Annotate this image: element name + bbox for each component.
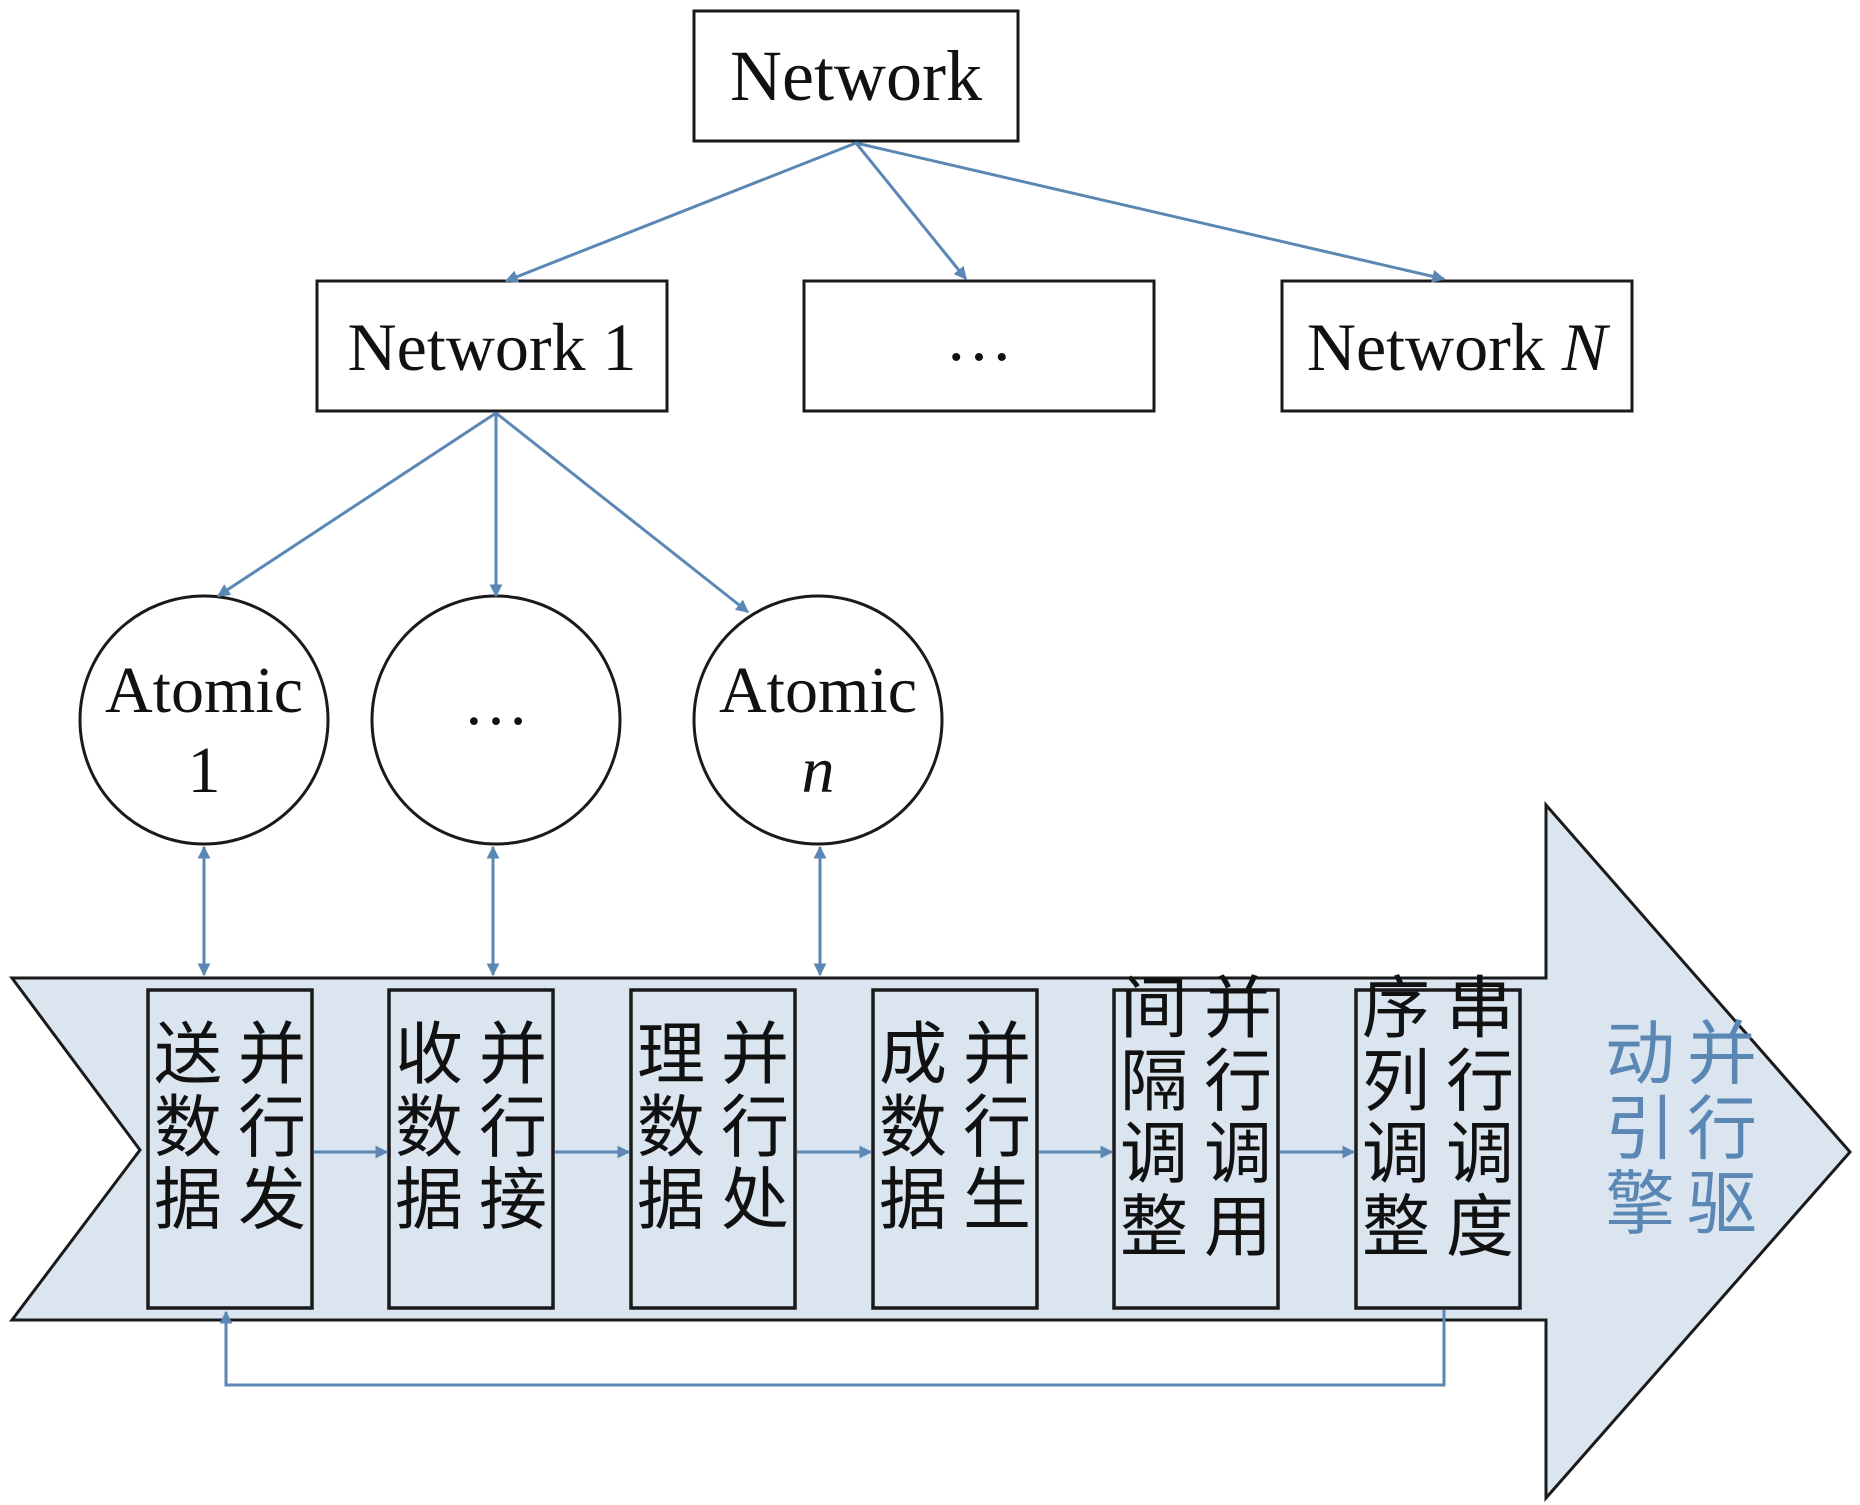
stage-parallel-send-col-left: 送数据 [154,1016,222,1241]
vertical-char: 处 [721,1162,789,1241]
network-node-n-name: Network [1307,309,1562,385]
vertical-char: 成 [879,1016,947,1095]
stage-serial-schedule[interactable]: 串行调度 序列调整 [1354,970,1522,1310]
vertical-char: 并 [721,1016,789,1095]
vertical-char: 行 [721,1089,789,1168]
network-root-label: Network [730,36,982,116]
network-node-n[interactable]: Network N [1280,279,1634,413]
stage-parallel-generate-col-left: 成数据 [879,1016,947,1241]
network-node-1-label: Network 1 [348,309,637,385]
stage-parallel-send-col-right: 并行发 [238,1016,306,1241]
vertical-char: 据 [879,1162,947,1241]
stage-parallel-receive-col-left: 收数据 [395,1016,463,1241]
vertical-char: 驱 [1687,1163,1757,1245]
vertical-char: 数 [879,1089,947,1168]
vertical-char: 度 [1446,1188,1514,1267]
vertical-char: 整 [1362,1188,1430,1267]
vertical-char: 接 [479,1162,547,1241]
stage-parallel-receive-col-right: 并行接 [479,1016,547,1241]
vertical-char: 据 [637,1162,705,1241]
network-node-ellipsis[interactable]: … [802,279,1156,413]
vertical-char: 序 [1362,970,1430,1049]
vertical-char: 数 [395,1089,463,1168]
stage-serial-schedule-col-right: 串行调度 [1446,970,1514,1267]
vertical-char: 整 [1120,1188,1188,1267]
vertical-char: 据 [395,1162,463,1241]
edge-root-to-network-n [855,141,1446,283]
atomic-node-n-label: Atomic [719,654,917,727]
vertical-char: 引 [1605,1088,1675,1170]
vertical-char: 调 [1362,1116,1430,1195]
edge-root-to-network-ellipsis [854,142,968,281]
network-node-1-name: Network [348,309,603,385]
network-node-n-label: Network N [1307,309,1611,385]
vertical-char: 间 [1120,970,1188,1049]
stage-parallel-process[interactable]: 并行处 理数据 [629,988,797,1310]
vertical-char: 行 [963,1089,1031,1168]
network-root-node[interactable]: Network [692,9,1020,143]
vertical-char: 调 [1204,1116,1272,1195]
vertical-char: 动 [1605,1013,1675,1095]
feedback-loop-schedule-to-send [219,1310,1446,1387]
vertical-char: 行 [1446,1043,1514,1122]
vertical-char: 数 [637,1089,705,1168]
vertical-char: 行 [1204,1043,1272,1122]
edge-root-to-network-1 [504,141,857,283]
stage-parallel-process-col-right: 并行处 [721,1016,789,1241]
network-node-1[interactable]: Network 1 [315,279,669,413]
vertical-char: 数 [154,1089,222,1168]
vertical-char: 据 [154,1162,222,1241]
stage-parallel-invoke-col-left: 间隔调整 [1120,970,1188,1267]
stage-parallel-process-col-left: 理数据 [637,1016,705,1241]
vertical-char: 行 [1687,1088,1757,1170]
vertical-char: 行 [479,1089,547,1168]
vertical-char: 并 [1204,970,1272,1049]
network-node-1-number: 1 [602,309,636,385]
vertical-char: 送 [154,1016,222,1095]
atomic-node-ellipsis-label: … [463,666,529,739]
atomic-node-ellipsis[interactable]: … [370,594,622,846]
stage-parallel-invoke-col-right: 并行调用 [1204,970,1272,1267]
vertical-char: 并 [963,1016,1031,1095]
vertical-char: 调 [1446,1116,1514,1195]
engine-label-col-right: 并行驱 [1687,1013,1757,1245]
network-node-ellipsis-label: … [945,299,1013,375]
stage-parallel-generate-col-right: 并行生 [963,1016,1031,1241]
stage-parallel-send[interactable]: 并行发 送数据 [146,988,314,1310]
atomic-node-1[interactable]: Atomic 1 [78,594,330,846]
engine-label-col-left: 动引擎 [1605,1013,1675,1245]
vertical-char: 串 [1446,970,1514,1049]
vertical-char: 并 [1687,1013,1757,1095]
vertical-char: 并 [238,1016,306,1095]
atomic-node-1-label: Atomic [105,654,303,727]
engine-label: 并行驱 动引擎 [1605,1013,1757,1245]
stage-parallel-generate[interactable]: 并行生 成数据 [871,988,1039,1310]
vertical-char: 生 [963,1162,1031,1241]
network-node-n-number: N [1561,309,1611,385]
vertical-char: 用 [1204,1188,1272,1267]
stage-parallel-receive[interactable]: 并行接 收数据 [387,988,555,1310]
stage-serial-schedule-col-left: 序列调整 [1362,970,1430,1267]
atomic-node-1-number: 1 [188,734,221,807]
vertical-char: 理 [637,1016,705,1095]
edge-network-1-to-atomic-1 [216,411,497,598]
vertical-char: 发 [238,1162,306,1241]
vertical-char: 收 [395,1016,463,1095]
vertical-char: 并 [479,1016,547,1095]
vertical-char: 调 [1120,1116,1188,1195]
vertical-char: 擎 [1605,1163,1675,1245]
edge-network-1-to-atomic-n [495,411,750,614]
vertical-char: 列 [1362,1043,1430,1122]
atomic-node-n-number: n [802,734,835,807]
atomic-node-n[interactable]: Atomic n [692,594,944,846]
vertical-char: 行 [238,1089,306,1168]
stage-parallel-invoke[interactable]: 并行调用 间隔调整 [1112,970,1280,1310]
vertical-char: 隔 [1120,1043,1188,1122]
